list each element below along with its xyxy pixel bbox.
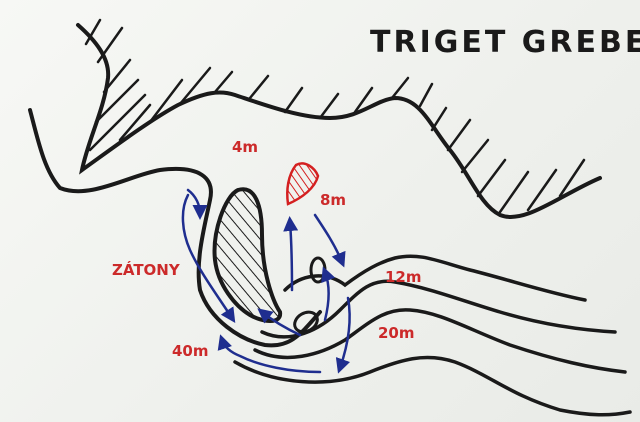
rock-upper	[309, 256, 327, 284]
depth-labels: 4m 8m 12m 20m 40m ZÁTONY	[112, 138, 422, 360]
contour-20m	[253, 308, 627, 374]
label-8m: 8m	[320, 191, 346, 209]
contour-12m-inner	[260, 279, 617, 339]
label-40m: 40m	[172, 342, 209, 360]
contour-40m	[233, 355, 632, 417]
arrow-bottom-return	[217, 334, 322, 374]
dive-route-arrows	[181, 188, 351, 374]
arrow-inner-loop	[257, 308, 302, 337]
shore-hatching	[84, 18, 586, 214]
arrow-lower-right	[321, 266, 336, 322]
label-20m: 20m	[378, 324, 415, 342]
arrow-right-down	[313, 213, 346, 268]
arrow-right-channel	[335, 296, 351, 374]
arrow-top-entry	[186, 188, 208, 220]
label-12m: 12m	[385, 268, 422, 286]
contour-shallow	[28, 108, 322, 348]
coastline	[76, 23, 602, 219]
reef-shoal	[212, 187, 283, 323]
arrow-left-descent	[181, 193, 236, 324]
sketch-title: TRIGET GREBEN	[370, 25, 640, 60]
arrow-center-up	[283, 216, 299, 292]
label-reefs: ZÁTONY	[112, 260, 181, 279]
hazard-pinnacle	[286, 162, 320, 206]
label-4m: 4m	[232, 138, 258, 156]
